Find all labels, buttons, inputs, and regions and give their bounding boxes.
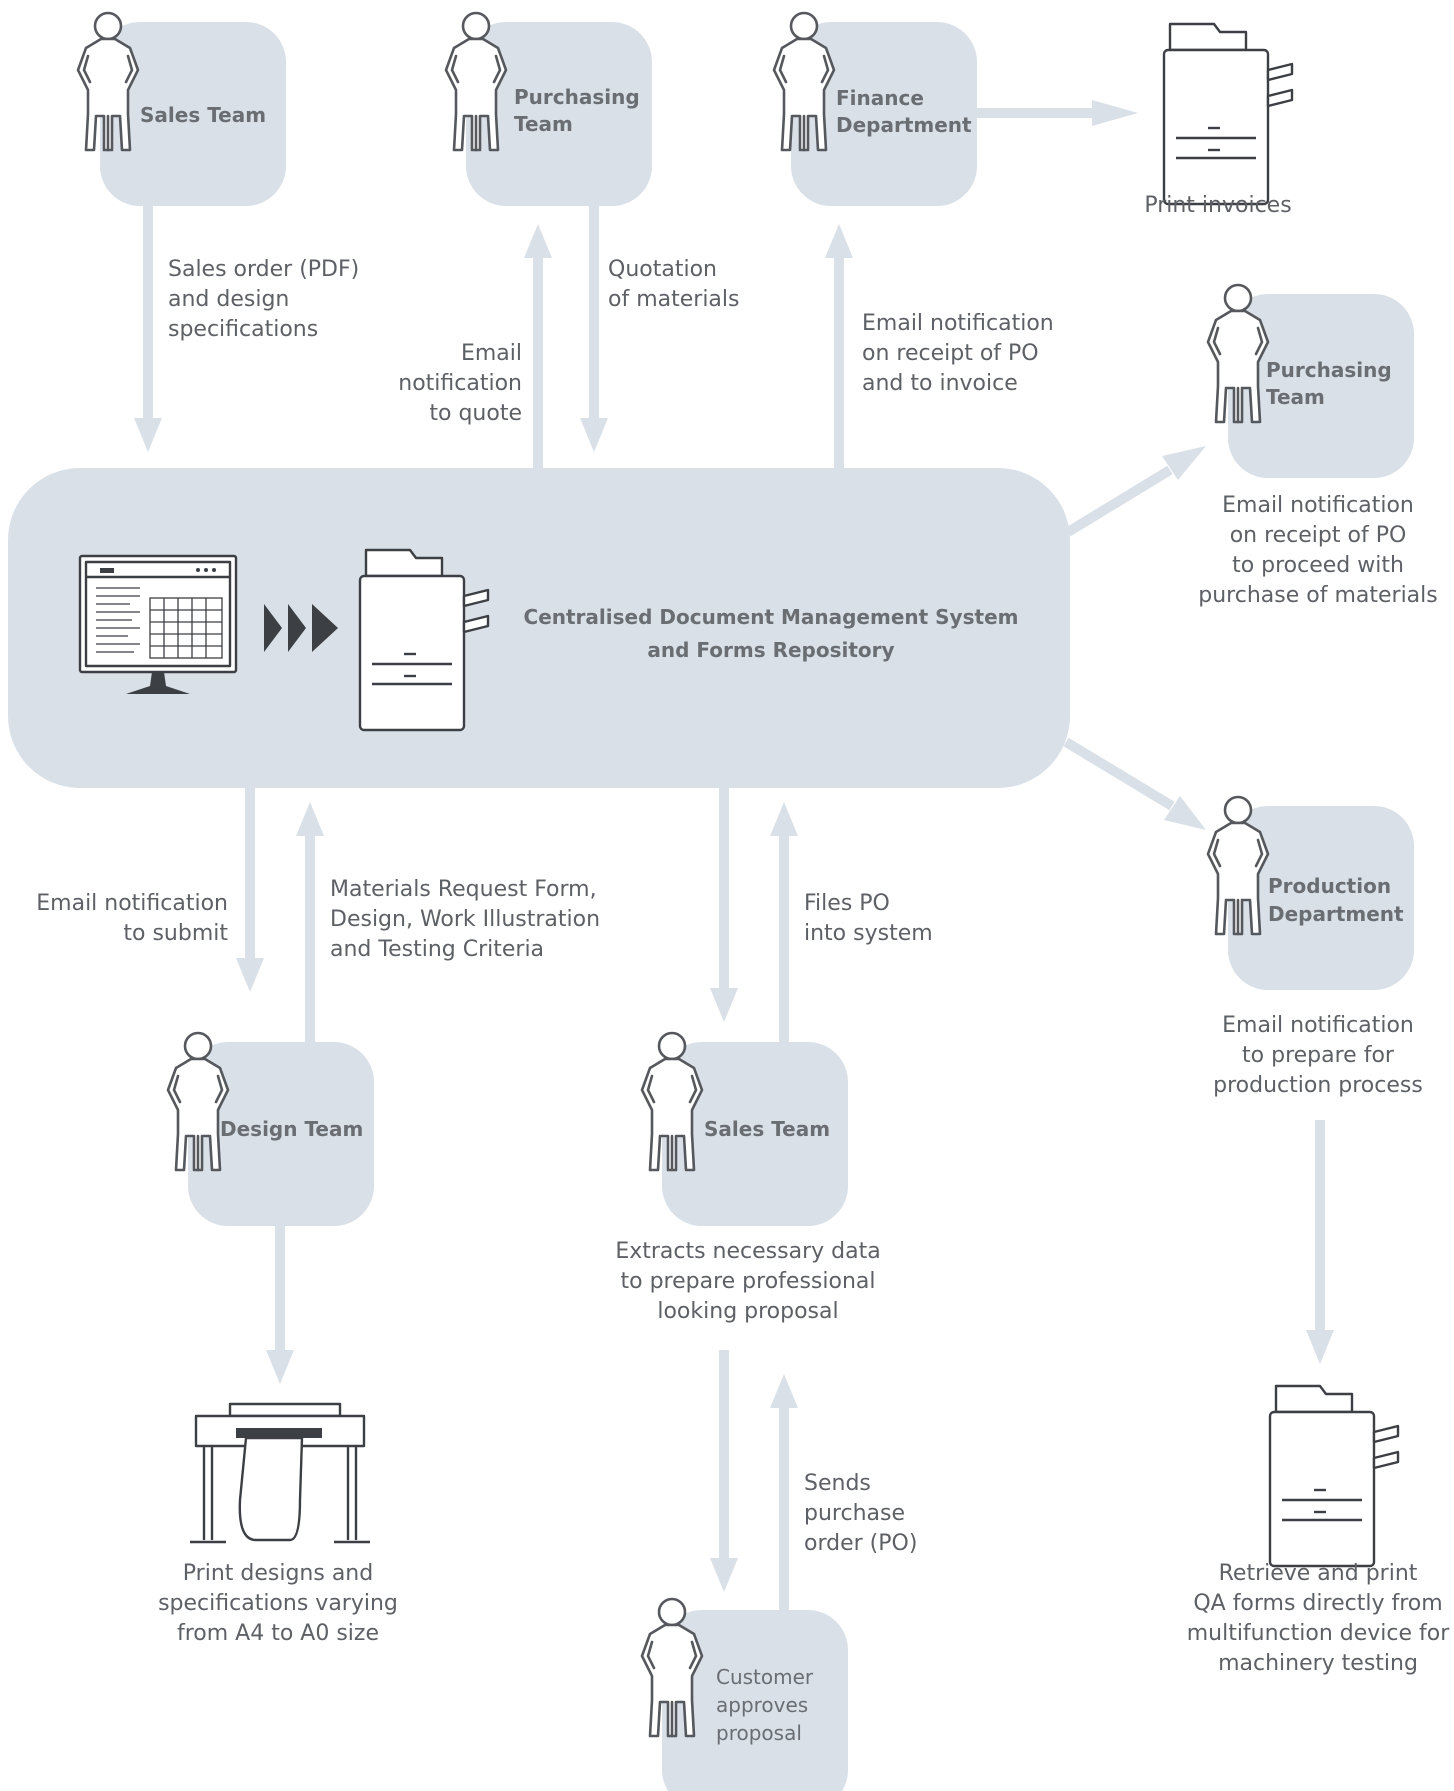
annotation-files-po: Files PO into system [804, 891, 933, 946]
annotation-line: Files PO [804, 891, 890, 916]
annotation-line: specifications varying [158, 1591, 398, 1616]
annotation-line: multifunction device for [1187, 1621, 1451, 1646]
annotation-sales-order: Sales order (PDF) and design specificati… [168, 257, 359, 342]
node-label: approves [716, 1693, 808, 1717]
node-label: Team [1266, 385, 1325, 409]
annotation-line: to prepare for [1242, 1043, 1395, 1068]
node-label: Design Team [220, 1117, 363, 1141]
annotation-email-prepare-production: Email notification to prepare for produc… [1213, 1013, 1423, 1098]
annotation-line: Sends [804, 1471, 871, 1496]
node-design-team: Design Team [166, 1031, 374, 1226]
annotation-email-receipt-po-invoice: Email notification on receipt of PO and … [862, 311, 1054, 396]
annotation-line: of materials [608, 287, 739, 312]
annotation-line: Email notification [862, 311, 1054, 336]
node-production-department: Production Department [1206, 795, 1414, 990]
central-document-system: Centralised Document Management System a… [8, 468, 1070, 788]
annotation-line: to proceed with [1232, 553, 1404, 578]
annotation-line: from A4 to A0 size [177, 1621, 379, 1646]
annotation-line: on receipt of PO [862, 341, 1039, 366]
node-sales-team-bottom: Sales Team [640, 1031, 848, 1226]
annotation-line: Email [461, 341, 522, 366]
annotation-line: production process [1213, 1073, 1423, 1098]
printer-icon [1162, 22, 1294, 206]
annotation-print-designs: Print designs and specifications varying… [158, 1561, 398, 1646]
annotation-line: machinery testing [1218, 1651, 1418, 1676]
node-label: Purchasing [514, 85, 640, 109]
annotation-sends-po: Sends purchase order (PO) [804, 1471, 917, 1556]
annotation-line: Print designs and [183, 1561, 373, 1586]
annotation-line: to quote [429, 401, 522, 426]
annotation-line: Materials Request Form, [330, 877, 597, 902]
node-label: Production [1268, 874, 1391, 898]
annotation-line: Print invoices [1144, 193, 1291, 218]
node-label: Customer [716, 1665, 814, 1689]
annotation-line: Design, Work Illustration [330, 907, 600, 932]
annotation-line: into system [804, 921, 933, 946]
annotation-line: purchase of materials [1198, 583, 1437, 608]
annotation-line: on receipt of PO [1230, 523, 1407, 548]
annotation-line: and to invoice [862, 371, 1018, 396]
node-purchasing-team-right: Purchasing Team [1206, 283, 1414, 478]
node-label: Purchasing [1266, 358, 1392, 382]
annotation-email-receipt-po-purchase: Email notification on receipt of PO to p… [1198, 493, 1437, 608]
annotation-line: Quotation [608, 257, 717, 282]
node-purchasing-team-top: Purchasing Team [444, 11, 652, 206]
connector-arrows [134, 100, 1334, 1612]
node-sales-team-top: Sales Team [76, 11, 286, 206]
annotation-line: purchase [804, 1501, 905, 1526]
annotation-line: Sales order (PDF) [168, 257, 359, 282]
annotation-line: Retrieve and print [1219, 1561, 1418, 1586]
annotation-line: looking proposal [657, 1299, 838, 1324]
node-label: Sales Team [704, 1117, 830, 1141]
node-label: Team [514, 112, 573, 136]
printer-icon [1268, 1384, 1400, 1568]
annotation-extracts-data: Extracts necessary data to prepare profe… [615, 1239, 880, 1324]
node-customer: Customer approves proposal [640, 1597, 848, 1791]
annotation-line: and Testing Criteria [330, 937, 544, 962]
annotation-retrieve-qa: Retrieve and print QA forms directly fro… [1187, 1561, 1451, 1676]
node-label: Department [1268, 902, 1404, 926]
triple-chevron-icon [264, 604, 338, 652]
annotation-email-to-quote: Email notification to quote [398, 341, 522, 426]
central-title-line-2: and Forms Repository [647, 638, 894, 662]
node-label: Department [836, 113, 972, 137]
node-label: proposal [716, 1721, 802, 1745]
monitor-icon [78, 554, 238, 694]
annotation-line: and design [168, 287, 289, 312]
annotation-line: QA forms directly from [1193, 1591, 1442, 1616]
annotation-line: specifications [168, 317, 318, 342]
annotation-line: Email notification [1222, 493, 1414, 518]
node-label: Finance [836, 86, 924, 110]
annotation-quotation: Quotation of materials [608, 257, 739, 312]
central-title-line-1: Centralised Document Management System [524, 605, 1019, 629]
annotation-line: order (PO) [804, 1531, 917, 1556]
annotation-line: to submit [123, 921, 228, 946]
plotter-icon [190, 1402, 370, 1544]
annotation-line: notification [398, 371, 522, 396]
annotation-email-to-submit: Email notification to submit [36, 891, 228, 946]
annotation-print-invoices: Print invoices [1144, 193, 1291, 218]
annotation-materials-request: Materials Request Form, Design, Work Ill… [330, 877, 600, 962]
node-label: Sales Team [140, 103, 266, 127]
annotation-line: Email notification [1222, 1013, 1414, 1038]
annotation-line: Extracts necessary data [615, 1239, 880, 1264]
node-finance-department: Finance Department [772, 11, 977, 206]
annotation-line: Email notification [36, 891, 228, 916]
annotation-line: to prepare professional [621, 1269, 876, 1294]
